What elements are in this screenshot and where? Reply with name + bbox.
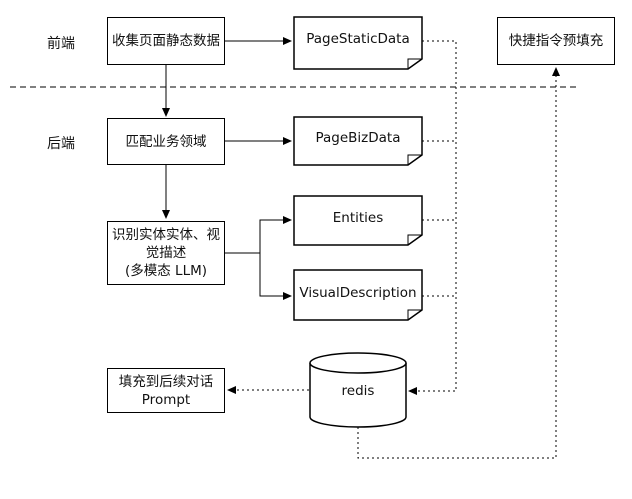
doc-entities	[293, 195, 423, 246]
edge-redis-to-shortcut	[357, 67, 560, 459]
page-biz-data-label: PageBizData	[315, 130, 401, 146]
frontend-section-label: 前端	[47, 36, 75, 52]
edge-recognize-to-visual	[259, 253, 292, 300]
redis-label: redis	[341, 383, 375, 399]
shortcut-fill-label: 快捷指令预填充	[508, 33, 604, 49]
redis-cylinder	[309, 352, 407, 428]
shortcut-fill-box: 快捷指令预填充	[497, 17, 615, 65]
collect-static-data-label: 收集页面静态数据	[112, 33, 220, 49]
doc-page-static-data	[293, 16, 423, 70]
recognize-entities-label: 识别实体实体、视 觉描述 (多模态 LLM)	[112, 227, 220, 279]
doc-page-biz-data	[293, 116, 423, 166]
page-static-data-label: PageStaticData	[306, 31, 410, 47]
fill-prompt-label: 填充到后续对话 Prompt	[118, 373, 214, 408]
recognize-entities-box: 识别实体实体、视 觉描述 (多模态 LLM)	[107, 221, 225, 285]
backend-section-label: 后端	[47, 136, 75, 152]
match-domain-box: 匹配业务领域	[107, 118, 225, 165]
collect-static-data-box: 收集页面静态数据	[107, 17, 225, 65]
edge-static-to-redis	[408, 40, 457, 395]
doc-visual-description	[293, 269, 423, 321]
entities-label: Entities	[332, 210, 384, 226]
fill-prompt-box: 填充到后续对话 Prompt	[107, 368, 225, 413]
match-domain-label: 匹配业务领域	[125, 133, 207, 150]
visual-description-label: VisualDescription	[299, 285, 417, 301]
edge-recognize-to-entities	[224, 216, 292, 254]
